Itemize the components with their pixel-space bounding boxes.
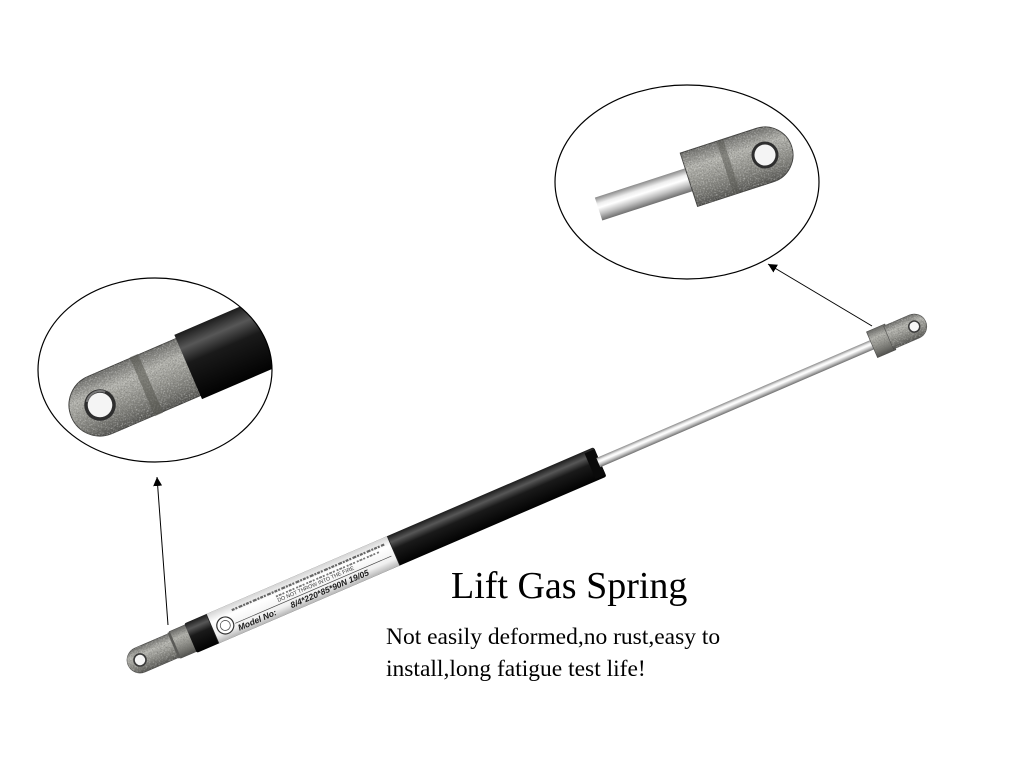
left-end-fitting bbox=[126, 624, 198, 674]
mounting-eye-hole bbox=[908, 320, 921, 333]
zoomed-piston-rod bbox=[594, 166, 698, 221]
left-detail-callout bbox=[37, 277, 273, 463]
label-fine-print-2 bbox=[275, 551, 380, 598]
left-callout-arrow bbox=[153, 476, 169, 626]
right-callout-arrow bbox=[767, 263, 873, 327]
mounting-eye-hole bbox=[133, 653, 147, 667]
product-title: Lift Gas Spring bbox=[451, 565, 687, 607]
piston-rod bbox=[596, 338, 878, 468]
product-description-line-2: install,long fatigue test life! bbox=[386, 656, 646, 682]
zoomed-cylinder bbox=[174, 300, 272, 400]
zoomed-eye-hole bbox=[751, 141, 779, 169]
label-fine-print bbox=[231, 543, 385, 612]
right-detail-callout bbox=[554, 84, 820, 280]
zoomed-left-fitting bbox=[68, 337, 203, 437]
right-end-fitting bbox=[866, 313, 928, 359]
right-callout-outline bbox=[554, 84, 820, 280]
gas-spring: DO NOT THROW INTO THE FIRE Model No: 8/4… bbox=[126, 313, 928, 674]
product-description-line-1: Not easily deformed,no rust,easy to bbox=[386, 624, 720, 650]
brand-logo bbox=[216, 616, 235, 635]
left-callout-outline bbox=[37, 277, 273, 463]
product-label: DO NOT THROW INTO THE FIRE Model No: 8/4… bbox=[205, 535, 401, 644]
zoomed-right-fitting bbox=[679, 126, 794, 207]
